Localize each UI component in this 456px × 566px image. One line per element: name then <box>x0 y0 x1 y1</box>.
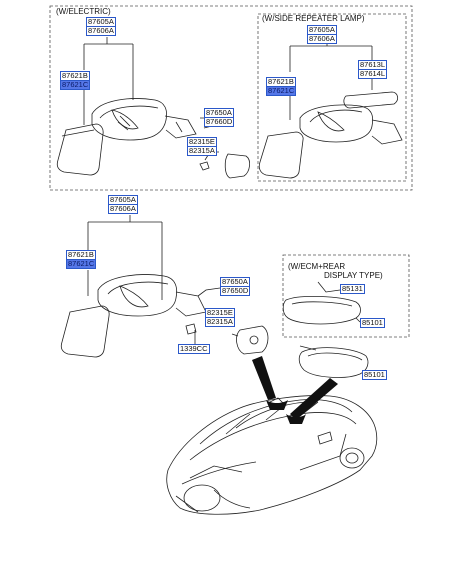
callout-87606a-repeater[interactable]: 87606A <box>307 34 337 44</box>
mirror-glass-b <box>258 131 304 179</box>
callout-87621c[interactable]: 87621C <box>60 80 91 90</box>
rear-wheel <box>339 447 365 469</box>
caption-electric: (W/ELECTRIC) <box>56 7 111 16</box>
front-wheel <box>183 484 221 512</box>
callout-87621c-repeater[interactable]: 87621C <box>266 86 297 96</box>
electric-group-frame <box>49 5 413 191</box>
rear-view-mirror <box>298 347 369 378</box>
caption-side-repeater: (W/SIDE REPEATER LAMP) <box>262 14 365 23</box>
mirror-pointer-arrow <box>252 356 276 400</box>
mirror-glass-a <box>56 123 104 176</box>
car-body-outline <box>166 395 378 515</box>
callout-87606a-basic[interactable]: 87606A <box>108 204 138 214</box>
callout-1339cc[interactable]: 1339CC <box>178 344 210 354</box>
callout-87606a[interactable]: 87606A <box>86 26 116 36</box>
mirror-cover-c <box>236 325 269 355</box>
callout-85131[interactable]: 85131 <box>340 284 365 294</box>
caption-ecm-line1: (W/ECM+REAR <box>288 262 346 271</box>
rear-view-mirror-ecm <box>282 295 361 325</box>
callout-87660d[interactable]: 87660D <box>204 117 235 127</box>
callout-85101[interactable]: 85101 <box>362 370 387 380</box>
caption-ecm-line2: DISPLAY TYPE) <box>324 271 383 280</box>
repeater-lamp <box>343 91 398 109</box>
callout-87614l[interactable]: 87614L <box>358 69 388 79</box>
callout-85101-ecm[interactable]: 85101 <box>360 318 385 328</box>
callout-87621c-basic[interactable]: 87621C <box>66 259 97 269</box>
mirror-housing-a <box>91 98 167 141</box>
ecm-pointer-arrow <box>290 378 338 420</box>
mirror-cover-a <box>224 153 250 179</box>
ecm-group-frame <box>282 254 410 338</box>
mirror-glass-c <box>60 305 110 358</box>
mirror-housing-b <box>299 104 374 143</box>
callout-87650d-basic[interactable]: 87650D <box>220 286 251 296</box>
mirror-housing-c <box>97 274 178 317</box>
repeater-group-frame <box>257 13 407 182</box>
callout-82315a-basic[interactable]: 82315A <box>205 317 235 327</box>
callout-82315a[interactable]: 82315A <box>187 146 217 156</box>
